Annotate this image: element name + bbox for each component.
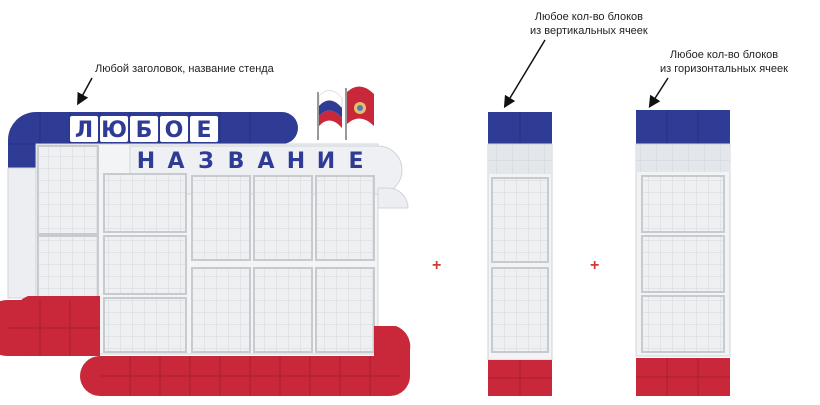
horizontal-hint-label: Любое кол-во блоков из горизонтальных яч… bbox=[660, 48, 788, 76]
stand-title-word-1: Л Ю Б О Е bbox=[70, 116, 218, 143]
plus-sign-1: + bbox=[432, 257, 442, 274]
svg-text:Л: Л bbox=[75, 118, 93, 143]
svg-text:З: З bbox=[198, 149, 214, 174]
svg-text:Е: Е bbox=[348, 149, 363, 174]
stand-main: Л Ю Б О Е Н А З В А Н И Е bbox=[0, 86, 411, 396]
svg-text:И: И bbox=[317, 149, 335, 174]
horizontal-hint-line1: Любое кол-во блоков bbox=[669, 49, 779, 61]
svg-text:Н: Н bbox=[287, 149, 305, 174]
svg-text:Ю: Ю bbox=[101, 118, 127, 143]
svg-text:Б: Б bbox=[136, 118, 153, 143]
russian-flag-icon bbox=[317, 90, 343, 140]
vertical-hint-line1: Любое кол-во блоков bbox=[534, 11, 643, 23]
stand-title-word-2: Н А З В А Н И Е bbox=[137, 149, 364, 174]
horizontal-block bbox=[635, 110, 731, 396]
svg-text:Е: Е bbox=[196, 118, 211, 143]
vertical-hint-line2: из вертикальных ячеек bbox=[530, 25, 648, 37]
vertical-block bbox=[487, 112, 553, 396]
svg-text:О: О bbox=[165, 118, 184, 143]
title-hint-label: Любой заголовок, название стенда bbox=[95, 63, 274, 75]
horizontal-hint-line2: из горизонтальных ячеек bbox=[660, 63, 788, 75]
svg-text:А: А bbox=[257, 149, 274, 174]
moscow-flag-icon bbox=[345, 86, 374, 140]
svg-text:Н: Н bbox=[137, 149, 155, 174]
plus-sign-2: + bbox=[590, 257, 600, 274]
svg-text:В: В bbox=[228, 149, 245, 174]
vertical-hint-label: Любое кол-во блоков из вертикальных ячее… bbox=[530, 10, 648, 38]
svg-text:А: А bbox=[167, 149, 184, 174]
